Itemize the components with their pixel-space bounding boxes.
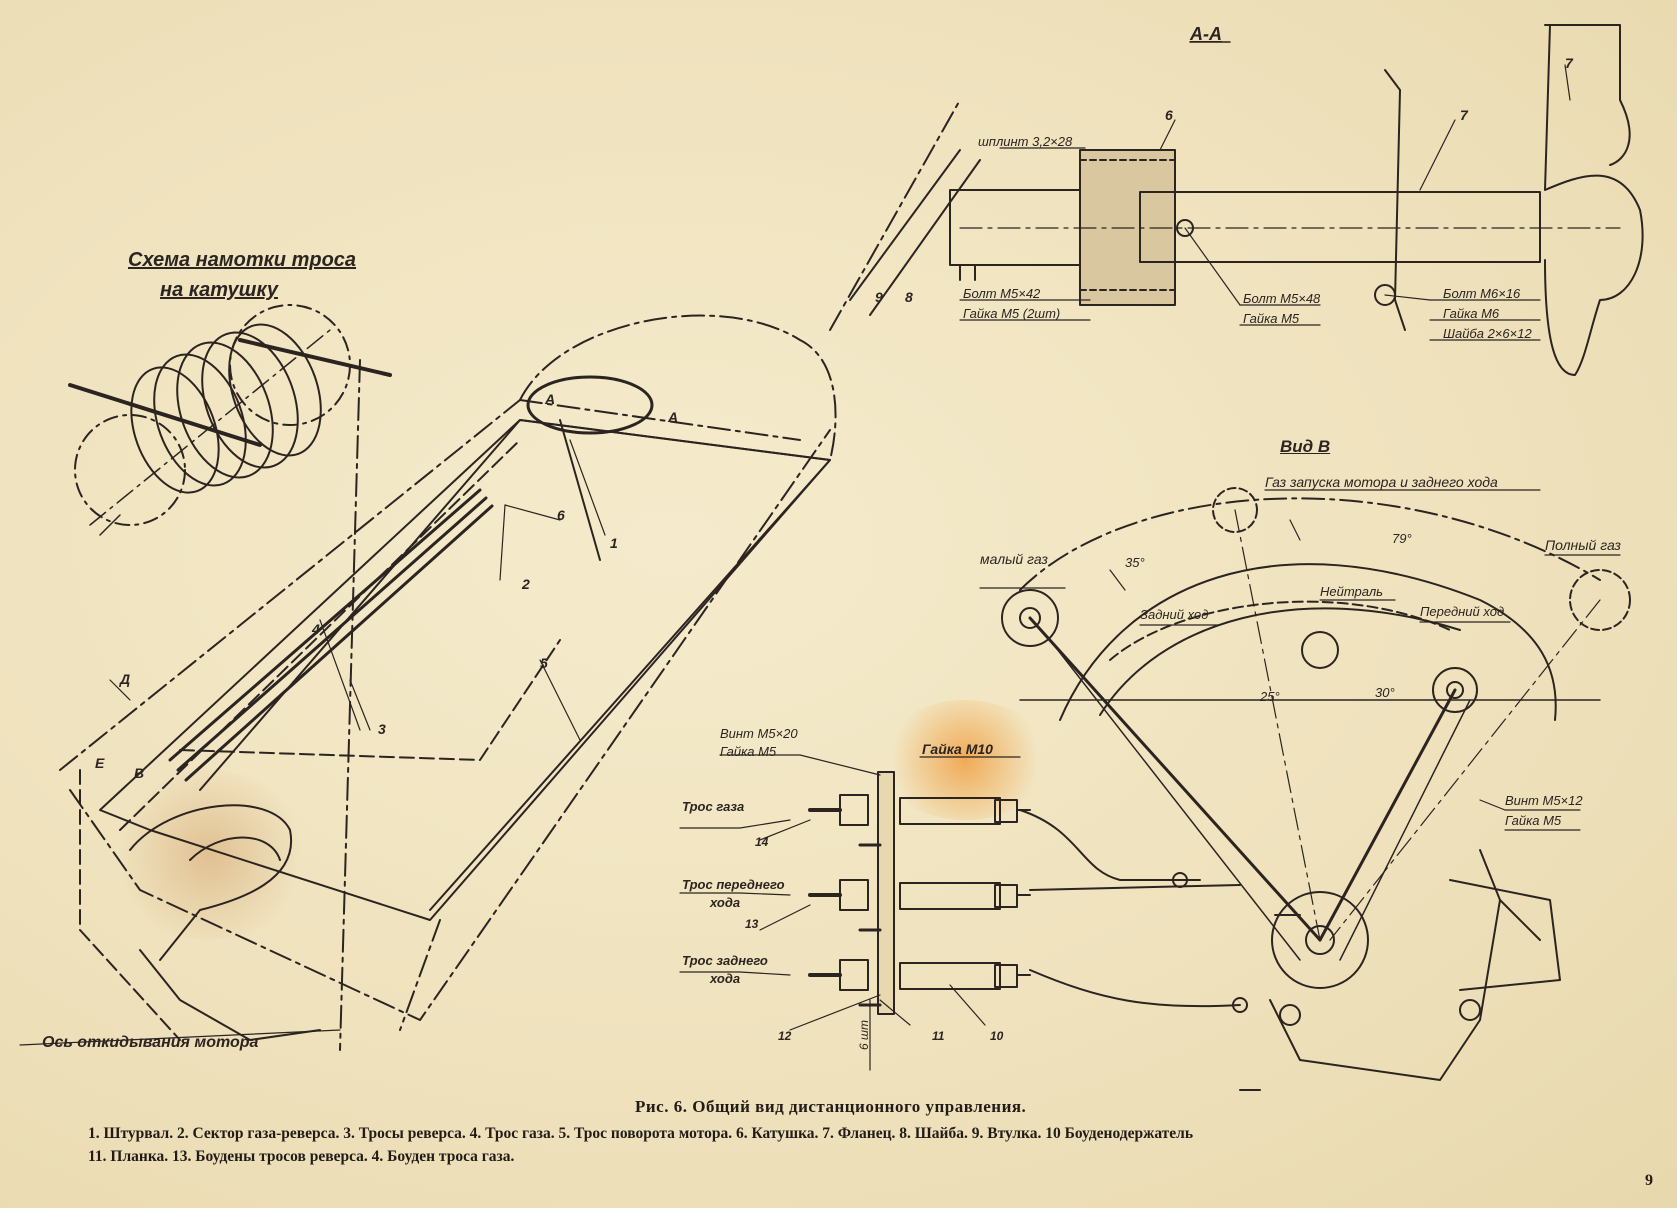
reverse-label: Задний ход [1140, 607, 1209, 622]
nut-m5-2pcs-label: Гайка М5 (2шт) [963, 306, 1061, 321]
marker-a-boat: А [545, 391, 556, 407]
marker-a-boat-2: А [668, 409, 679, 425]
screw-m5x12-label: Винт М5×12 [1505, 793, 1583, 808]
callout-11: 11 [932, 1029, 945, 1043]
angle-25: 25° [1260, 689, 1280, 704]
callout-1-section: 7 [1565, 55, 1573, 71]
marker-d: Д [120, 671, 131, 687]
view-b-leaders [979, 489, 1621, 831]
callout-2: 2 [522, 576, 530, 592]
bowden-holder [808, 771, 1031, 1015]
reverse-cable-label-1: Трос заднего [682, 953, 768, 968]
figure-caption-title: Рис. 6. Общий вид дистанционного управле… [635, 1097, 1027, 1116]
callout-1: 1 [610, 535, 618, 551]
low-gas-label: малый газ [980, 551, 1048, 567]
neutral-label: Нейтраль [1320, 584, 1384, 599]
orange-stain [880, 700, 1050, 820]
angle-30: 30° [1375, 685, 1395, 700]
screw-m5x20-label: Винт М5×20 [720, 726, 798, 741]
callout-9: 9 [875, 289, 883, 305]
nut-m10-label: Гайка М10 [922, 741, 993, 757]
nut-m5-holder-label: Гайка М5 [720, 744, 777, 759]
full-gas-label: Полный газ [1545, 537, 1621, 553]
coil-scheme-title: Схема намотки троса [128, 249, 357, 271]
paper-stain [110, 770, 310, 940]
washer-label: Шайба 2×6×12 [1443, 326, 1532, 341]
view-b-title: Вид В [1280, 437, 1331, 456]
figure-legend-line-2: 11. Планка. 13. Боудены тросов реверса. … [88, 1148, 515, 1165]
angle-35: 35° [1125, 555, 1145, 570]
coil-winding-scheme [68, 304, 392, 536]
section-leaders [959, 64, 1571, 341]
nut-m5-section-label: Гайка М5 [1243, 311, 1300, 326]
callout-13: 13 [745, 917, 759, 931]
leader-lines [19, 439, 606, 1046]
holder-leaders [679, 754, 1021, 1071]
callout-12: 12 [778, 1029, 792, 1043]
gas-cable-label: Трос газа [682, 799, 745, 814]
start-gas-label: Газ запуска мотора и заднего хода [1265, 474, 1498, 490]
callout-10: 10 [990, 1029, 1004, 1043]
split-pin-label: шплинт 3,2×28 [978, 134, 1073, 149]
figure-legend-line-1: 1. Штурвал. 2. Сектор газа-реверса. 3. Т… [88, 1125, 1194, 1142]
section-aa-title: А-А [1190, 24, 1222, 44]
forward-cable-label-2: хода [710, 895, 741, 910]
motor-tilt-axis-label: Ось откидывания мотора [42, 1034, 259, 1051]
callout-6: 6 [557, 507, 565, 523]
marker-e: Е [95, 755, 105, 771]
bolt-m5x42-label: Болт М5×42 [963, 286, 1041, 301]
angle-79: 79° [1392, 531, 1412, 546]
view-b-sector [1001, 487, 1631, 1091]
callout-8: 8 [905, 289, 913, 305]
callout-3: 3 [378, 721, 386, 737]
boat-hull [59, 314, 837, 1051]
callout-7-section: 7 [1460, 107, 1468, 123]
nut-m5-view-label: Гайка М5 [1505, 813, 1562, 828]
nut-m6-label: Гайка М6 [1443, 306, 1500, 321]
six-pcs-label: 6 шт [857, 1020, 871, 1050]
section-a-a [829, 24, 1644, 376]
callout-6-section: 6 [1165, 107, 1173, 123]
callout-4: 4 [312, 621, 320, 637]
callout-14: 14 [755, 835, 769, 849]
callout-5: 5 [540, 655, 548, 671]
reverse-cable-label-2: хода [710, 971, 741, 986]
coil-scheme-subtitle: на катушку [160, 279, 278, 301]
forward-label: Передний ход [1420, 604, 1505, 619]
forward-cable-label-1: Трос переднего [682, 877, 785, 892]
bolt-m5x48-label: Болт М5×48 [1243, 291, 1321, 306]
bolt-m6x16-label: Болт М6×16 [1443, 286, 1521, 301]
marker-b: В [134, 765, 145, 781]
page-number: 9 [1645, 1172, 1653, 1189]
